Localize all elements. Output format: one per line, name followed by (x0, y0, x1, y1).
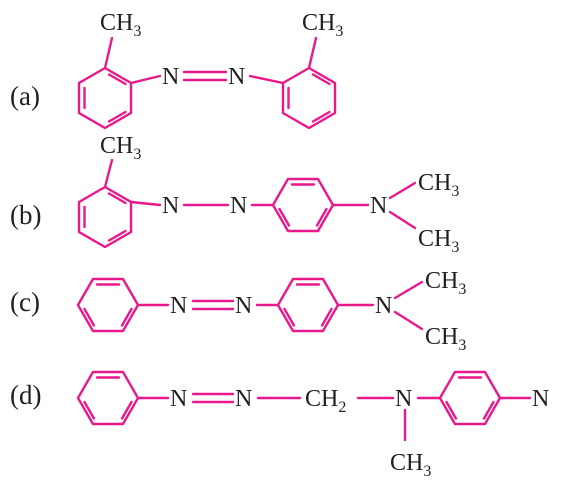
bond-a-methyl-right (307, 36, 318, 70)
bond-b-ring-n1 (129, 200, 162, 207)
nitrogen-d-2: N (235, 386, 252, 412)
structure-c: (c) N N N CH3 CH3 (10, 268, 466, 354)
structure-label-a: (a) (10, 81, 40, 111)
methyl-b-bottom: CH3 (418, 226, 459, 256)
nitrogen-a-2: N (228, 64, 245, 90)
benzene-ring-a-left (77, 66, 133, 130)
bond-a-n2-ring (248, 74, 285, 85)
structure-label-c: (c) (10, 287, 40, 317)
nitrogen-b-2: N (230, 193, 247, 219)
structure-a: (a) CH3 N N CH3 (10, 10, 343, 130)
nitrogen-d-end: N (532, 386, 549, 412)
phenylene-ring-b (271, 177, 335, 233)
methylene-d: CH2 (305, 386, 346, 416)
benzene-ring-c (76, 277, 140, 333)
nitrogen-d-1: N (170, 386, 187, 412)
methyl-b: CH3 (100, 133, 141, 163)
bond-a-methyl-left (103, 36, 114, 70)
nitrogen-c-1: N (170, 293, 187, 319)
methyl-c-top: CH3 (425, 268, 466, 298)
methyl-b-top: CH3 (418, 170, 459, 200)
nitrogen-a-1: N (162, 64, 179, 90)
methyl-a-right: CH3 (302, 10, 343, 40)
bond-c-amine-methyl-bottom (393, 310, 424, 331)
methyl-a-left: CH3 (100, 10, 141, 40)
nitrogen-c-2: N (235, 293, 252, 319)
structure-d: (d) N N CH2 N CH3 N (10, 370, 549, 480)
structure-label-d: (d) (10, 380, 41, 410)
nitrogen-b-amine: N (370, 193, 387, 219)
benzene-ring-a-right (281, 66, 337, 130)
phenylene-ring-d (438, 370, 502, 426)
benzene-ring-b (77, 185, 133, 249)
phenylene-ring-c (276, 277, 340, 333)
bond-b-amine-methyl-bottom (388, 210, 417, 230)
methyl-d: CH3 (390, 450, 431, 480)
methyl-c-bottom: CH3 (425, 324, 466, 354)
bond-c-amine-methyl-top (393, 280, 424, 300)
structure-label-b: (b) (10, 200, 41, 230)
structure-b: (b) CH3 N N N CH3 CH3 (10, 133, 459, 256)
nitrogen-c-amine: N (375, 293, 392, 319)
nitrogen-d-amine: N (395, 386, 412, 412)
bond-b-amine-methyl-top (388, 181, 417, 200)
nitrogen-b-1: N (162, 193, 179, 219)
bond-b-methyl (103, 158, 114, 189)
bond-a-ring-n1 (129, 74, 162, 85)
benzene-ring-d (76, 370, 140, 426)
